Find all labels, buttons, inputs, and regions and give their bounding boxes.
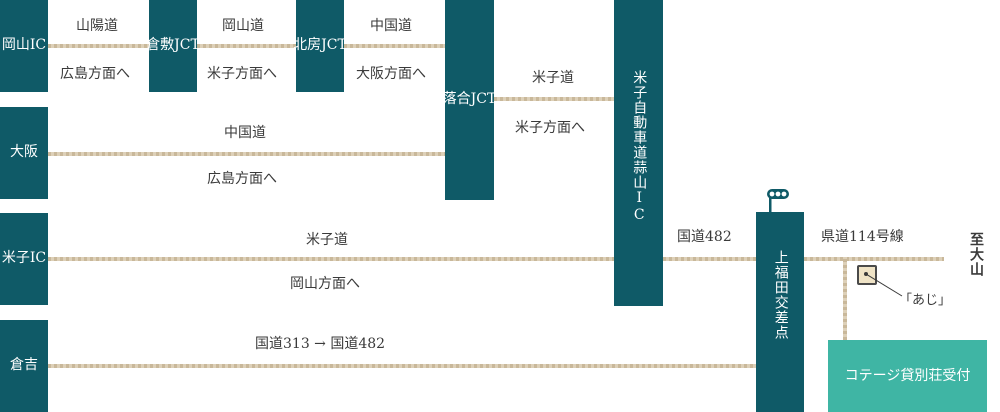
label-sanyo-road: 山陽道 — [76, 18, 118, 34]
traffic-signal-icon — [767, 189, 789, 213]
node-okayama-ic-l3: IC — [29, 37, 47, 54]
road-yonago-ic — [48, 257, 614, 261]
node-kurashiki-jct: 倉 敷 JCT — [146, 0, 200, 92]
node-osaka: 大 阪 — [0, 107, 48, 199]
road-cottage-branch — [843, 257, 847, 340]
aji-label: 「あじ」 — [899, 293, 952, 308]
road-route482 — [663, 257, 756, 261]
label-prefectural-road-114: 県道114号線 — [821, 229, 904, 245]
label-route-482: 国道482 — [677, 229, 732, 245]
node-hokubo-jct-l1: 北 — [293, 37, 308, 54]
road-yonago-top — [494, 97, 614, 101]
label-chugoku-direction-top: 大阪方面へ — [356, 66, 426, 82]
node-ochiai-jct-l2: 合 — [456, 91, 471, 108]
node-cottage-reception-l2: 受付 — [942, 367, 971, 384]
node-cottage-reception-l1: コテージ貸別荘 — [844, 367, 943, 384]
label-yonago-road-top: 米子道 — [532, 70, 574, 86]
node-hokubo-jct-l2: 房 — [307, 37, 322, 54]
node-kamifukuda-intersection-label: 上福田交差点 — [772, 250, 789, 340]
node-yonago-ic-l3: IC — [29, 250, 47, 267]
node-kurashiki-jct-l1: 倉 — [146, 37, 161, 54]
node-yonago-ic-l2: 子 — [15, 250, 30, 267]
label-sanyo-direction: 広島方面へ — [60, 66, 130, 82]
node-yonago-expwy-hiruzen-ic-label: 米子自動車道蒜山IC — [631, 70, 648, 224]
node-osaka-l2: 阪 — [24, 144, 38, 161]
node-okayama-ic-l2: 山 — [15, 37, 30, 54]
road-okayama — [197, 44, 297, 48]
node-kurashiki-jct-l2: 敷 — [160, 37, 175, 54]
node-kurayoshi-l1: 倉 — [10, 357, 24, 374]
node-hokubo-jct: 北 房 JCT — [293, 0, 347, 92]
node-ochiai-jct-l1: 落 — [442, 91, 457, 108]
label-chugoku-road-top: 中国道 — [370, 18, 412, 34]
label-osaka-direction: 広島方面へ — [207, 171, 277, 187]
label-to-daisen: 至大山 — [968, 232, 984, 277]
road-sanyo — [48, 44, 150, 48]
label-okayama-direction: 米子方面へ — [207, 66, 277, 82]
node-ochiai-jct-l3: JCT — [470, 91, 497, 108]
node-cottage-reception: コテージ貸別荘 受付 — [828, 340, 987, 412]
node-kurashiki-jct-l3: JCT — [174, 37, 200, 54]
label-kurayoshi-route: 国道313 → 国道482 — [255, 336, 386, 352]
node-yonago-ic: 米 子 IC — [0, 213, 48, 305]
node-yonago-expwy-hiruzen-ic: 米子自動車道蒜山IC — [614, 0, 663, 306]
node-yonago-ic-l1: 米 — [1, 250, 16, 267]
label-yonago-direction-top: 米子方面へ — [515, 120, 585, 136]
node-osaka-l1: 大 — [10, 144, 24, 161]
node-hokubo-jct-l3: JCT — [321, 37, 347, 54]
road-chugoku-top — [344, 44, 446, 48]
road-osaka-chugoku — [48, 152, 446, 156]
node-okayama-ic: 岡 山 IC — [0, 0, 48, 92]
node-okayama-ic-l1: 岡 — [1, 37, 16, 54]
road-kurayoshi — [48, 364, 756, 368]
node-kurayoshi: 倉 吉 — [0, 320, 48, 412]
label-okayama-road: 岡山道 — [222, 18, 264, 34]
node-ochiai-jct: 落 合 JCT — [442, 0, 497, 200]
aji-leader-line — [866, 274, 903, 297]
label-osaka-road: 中国道 — [224, 125, 266, 141]
label-yonago-ic-road: 米子道 — [306, 232, 348, 248]
node-kamifukuda-intersection: 上福田交差点 — [756, 212, 804, 412]
road-pref114 — [804, 257, 944, 261]
node-kurayoshi-l2: 吉 — [24, 357, 38, 374]
label-yonago-ic-direction: 岡山方面へ — [290, 276, 360, 292]
